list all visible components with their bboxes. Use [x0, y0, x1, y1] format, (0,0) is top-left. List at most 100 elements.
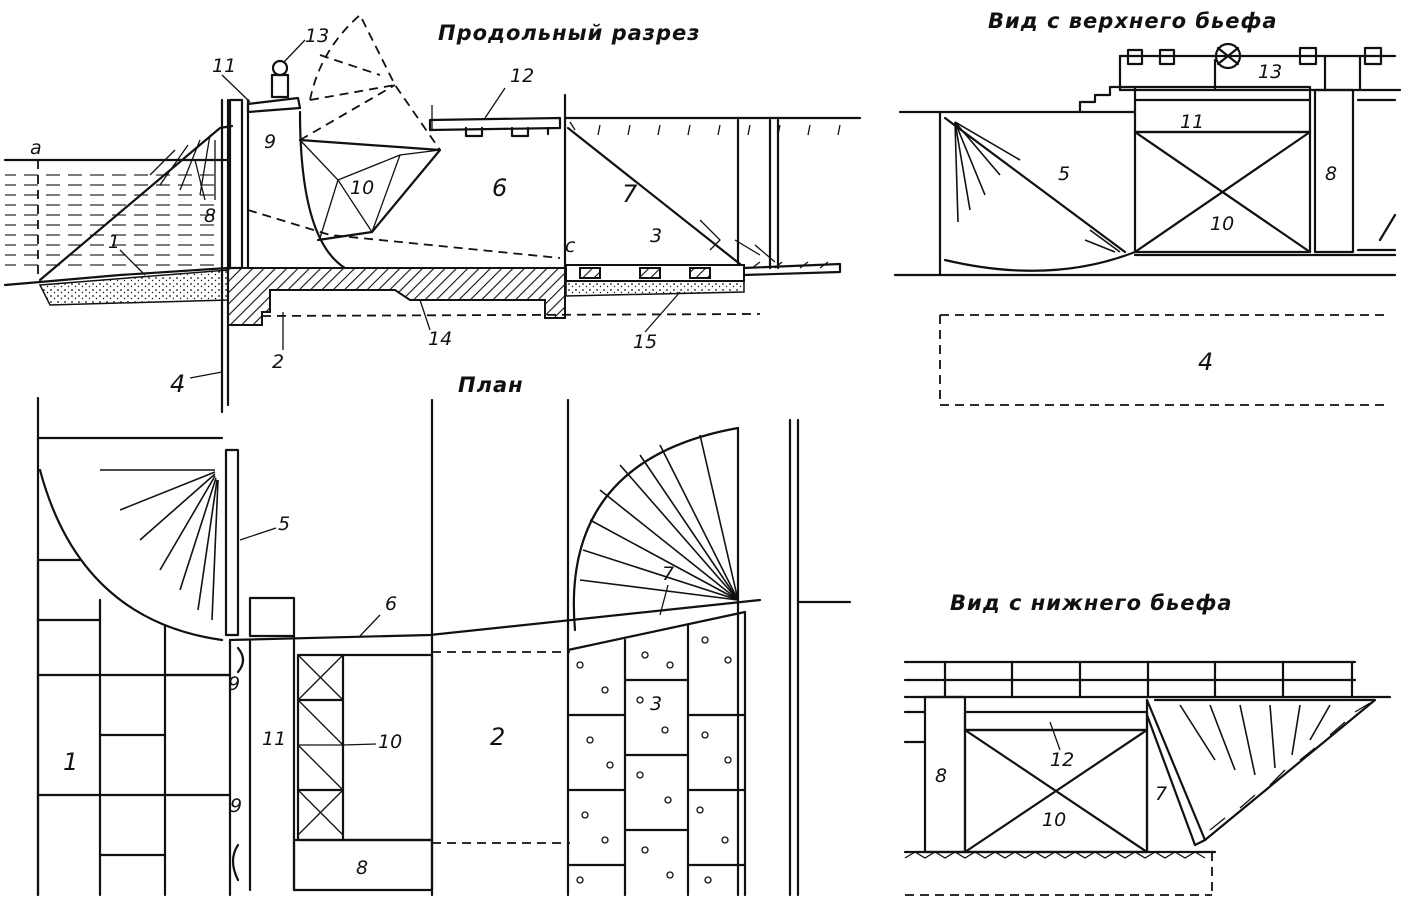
downstream-view-ground-hatch	[904, 851, 1206, 859]
label-8: 8	[204, 205, 216, 227]
plan-label-8: 8	[356, 857, 368, 879]
plan-label-1: 1	[63, 748, 78, 776]
gate-raised-truss	[299, 54, 396, 141]
upstream-view-hoists	[1118, 42, 1397, 92]
label-c: c	[565, 235, 576, 257]
upstream-title: Вид с верхнего бьефа	[988, 9, 1278, 33]
plan-label-5: 5	[278, 513, 290, 535]
rip-rap-upstream	[149, 134, 216, 201]
longitudinal-section: Продольный разрез	[3, 13, 862, 414]
downstream-title: Вид с нижнего бьефа	[950, 591, 1233, 615]
apron-drain-holes	[576, 636, 732, 884]
downstream-view-wing	[1145, 698, 1207, 847]
plan-label-9a: 9	[228, 673, 240, 695]
label-12: 12	[510, 65, 534, 87]
plan-label-2: 2	[490, 723, 505, 751]
apron-outline	[566, 610, 747, 897]
plan-title: План	[458, 373, 524, 397]
seepage-line	[247, 209, 561, 259]
gate-raised-position	[309, 13, 441, 151]
label-6: 6	[492, 174, 507, 202]
upstream-view-foundation	[939, 314, 1390, 406]
leader-13	[283, 39, 306, 63]
upstream-view-steps	[1078, 85, 1137, 114]
plan-label-3: 3	[650, 693, 662, 715]
upstream-water	[5, 168, 215, 268]
plan-view: План	[36, 373, 852, 897]
label-14: 14	[428, 328, 452, 350]
downstream-view-foundation	[905, 852, 1213, 896]
upstream-view-gate	[1133, 130, 1312, 254]
section-title: Продольный разрез	[438, 21, 701, 45]
label-9: 9	[264, 131, 276, 153]
label-13: 13	[305, 25, 329, 47]
quarter-cone-downstream	[572, 426, 740, 632]
inverted-filter	[565, 280, 745, 297]
downstream-view-railing	[903, 660, 1392, 699]
base-dashed-line	[261, 313, 761, 317]
upstream-view-bridge	[1133, 85, 1312, 134]
plan-label-11: 11	[262, 728, 286, 750]
plan-label-10: 10	[378, 731, 402, 753]
plan-label-6: 6	[385, 593, 397, 615]
apron-grid	[566, 623, 747, 897]
abutment-wall	[224, 448, 240, 637]
foundation-slab	[227, 267, 566, 326]
road-deck	[428, 116, 562, 132]
upstream-view-cone-base	[943, 250, 1137, 272]
plan-leader-7	[659, 584, 669, 616]
gate-bay	[296, 653, 434, 842]
apron-blocks	[579, 267, 711, 279]
label-11: 11	[212, 55, 236, 77]
downstream-slope	[566, 126, 747, 270]
downstream-crest-hatch	[569, 121, 841, 136]
upstream-view: Вид с верхнего бьефа	[893, 9, 1402, 406]
downstream-view-cone	[1153, 698, 1377, 842]
leader-4	[189, 371, 223, 379]
downstream-label-7: 7	[1155, 783, 1167, 805]
label-15: 15	[633, 331, 657, 353]
downstream-view-deck	[963, 710, 1149, 732]
leader-14	[419, 299, 431, 331]
downstream-bed	[742, 262, 842, 277]
label-10: 10	[350, 177, 374, 199]
upstream-view-cone-slope	[943, 116, 1127, 254]
upstream-blanket	[38, 269, 229, 306]
upstream-label-4: 4	[1198, 348, 1213, 376]
upstream-view-gate-diag-2	[1133, 130, 1312, 254]
hoist-wheel	[271, 59, 289, 77]
radial-gate-frame	[298, 138, 442, 242]
downstream-view-cone-rays	[1179, 704, 1331, 776]
upstream-blanket-blocks	[36, 558, 232, 897]
upstream-view-next-bay	[1356, 98, 1397, 252]
upstream-bed-line	[3, 266, 230, 287]
plan-leader-10	[342, 743, 377, 746]
label-1: 1	[108, 231, 120, 253]
upstream-label-10: 10	[1210, 213, 1234, 235]
leader-11	[221, 74, 251, 103]
leader-12	[484, 87, 506, 119]
downstream-leader-12	[1049, 721, 1061, 751]
label-7: 7	[622, 180, 638, 208]
upstream-label-13: 13	[1258, 61, 1282, 83]
downstream-label-12: 12	[1050, 749, 1074, 771]
downstream-view-gate-diag-2	[963, 728, 1149, 854]
service-bridge	[246, 96, 302, 114]
gate-seals	[231, 646, 245, 882]
downstream-bed-stones	[751, 261, 829, 269]
plan-label-7: 7	[662, 563, 674, 585]
pier-head	[248, 596, 296, 638]
downstream-label-8: 8	[935, 765, 947, 787]
upstream-view-cone-rays	[954, 121, 1121, 253]
quarter-cone-upstream	[38, 468, 224, 642]
deck-beams	[464, 126, 550, 138]
downstream-label-10: 10	[1042, 809, 1066, 831]
leader-1	[119, 249, 146, 276]
downstream-view: Вид с нижнего бьефа	[903, 591, 1392, 896]
plan-leader-5	[239, 527, 277, 541]
downstream-view-slope-hatch	[1209, 702, 1371, 831]
plan-leader-6	[359, 614, 381, 637]
label-a: a	[30, 137, 42, 159]
leader-15	[644, 291, 681, 333]
